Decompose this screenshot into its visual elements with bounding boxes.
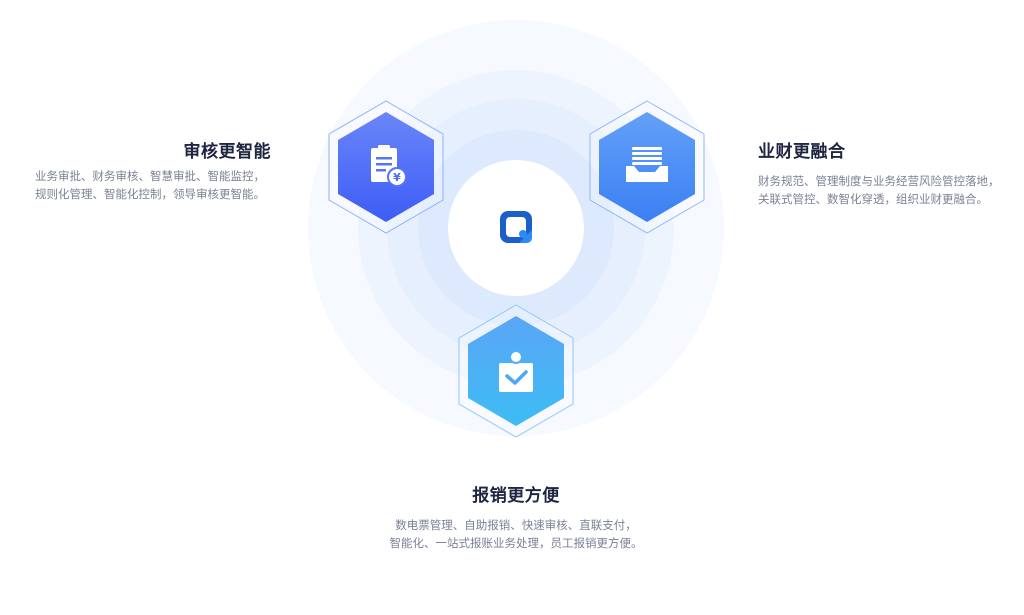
clipboard-yen-icon: ¥ bbox=[371, 145, 407, 187]
hex-finance[interactable] bbox=[588, 100, 706, 234]
feature-desc-line: 规则化管理、智能化控制，领导审核更智能。 bbox=[35, 187, 265, 201]
center-logo bbox=[500, 211, 532, 243]
inbox-tray-icon bbox=[626, 147, 668, 182]
check-badge-icon bbox=[499, 350, 533, 392]
feature-desc-line: 智能化、一站式报账业务处理，员工报销更方便。 bbox=[389, 536, 643, 550]
feature-finance: 业财更融合 财务规范、管理制度与业务经营风险管控落地， 关联式管控、数智化穿透，… bbox=[758, 137, 1024, 208]
hex-reimburse[interactable] bbox=[457, 304, 575, 438]
hex-audit[interactable]: ¥ bbox=[327, 100, 445, 234]
feature-desc-line: 业务审批、财务审核、智慧审批、智能监控， bbox=[35, 169, 265, 183]
svg-text:¥: ¥ bbox=[393, 171, 401, 184]
feature-desc-line: 关联式管控、数智化穿透，组织业财更融合。 bbox=[758, 192, 988, 206]
feature-reimburse: 报销更方便 数电票管理、自助报销、快速审核、直联支付， 智能化、一站式报账业务处… bbox=[316, 481, 716, 552]
feature-title: 报销更方便 bbox=[472, 486, 560, 506]
feature-audit-desc: 业务审批、财务审核、智慧审批、智能监控， 规则化管理、智能化控制，领导审核更智能… bbox=[35, 167, 295, 203]
feature-title: 业财更融合 bbox=[758, 142, 846, 162]
feature-desc-line: 财务规范、管理制度与业务经营风险管控落地， bbox=[758, 174, 1000, 188]
feature-title: 审核更智能 bbox=[183, 142, 271, 162]
feature-audit: 审核更智能 bbox=[20, 137, 271, 172]
feature-desc-line: 数电票管理、自助报销、快速审核、直联支付， bbox=[395, 518, 637, 532]
